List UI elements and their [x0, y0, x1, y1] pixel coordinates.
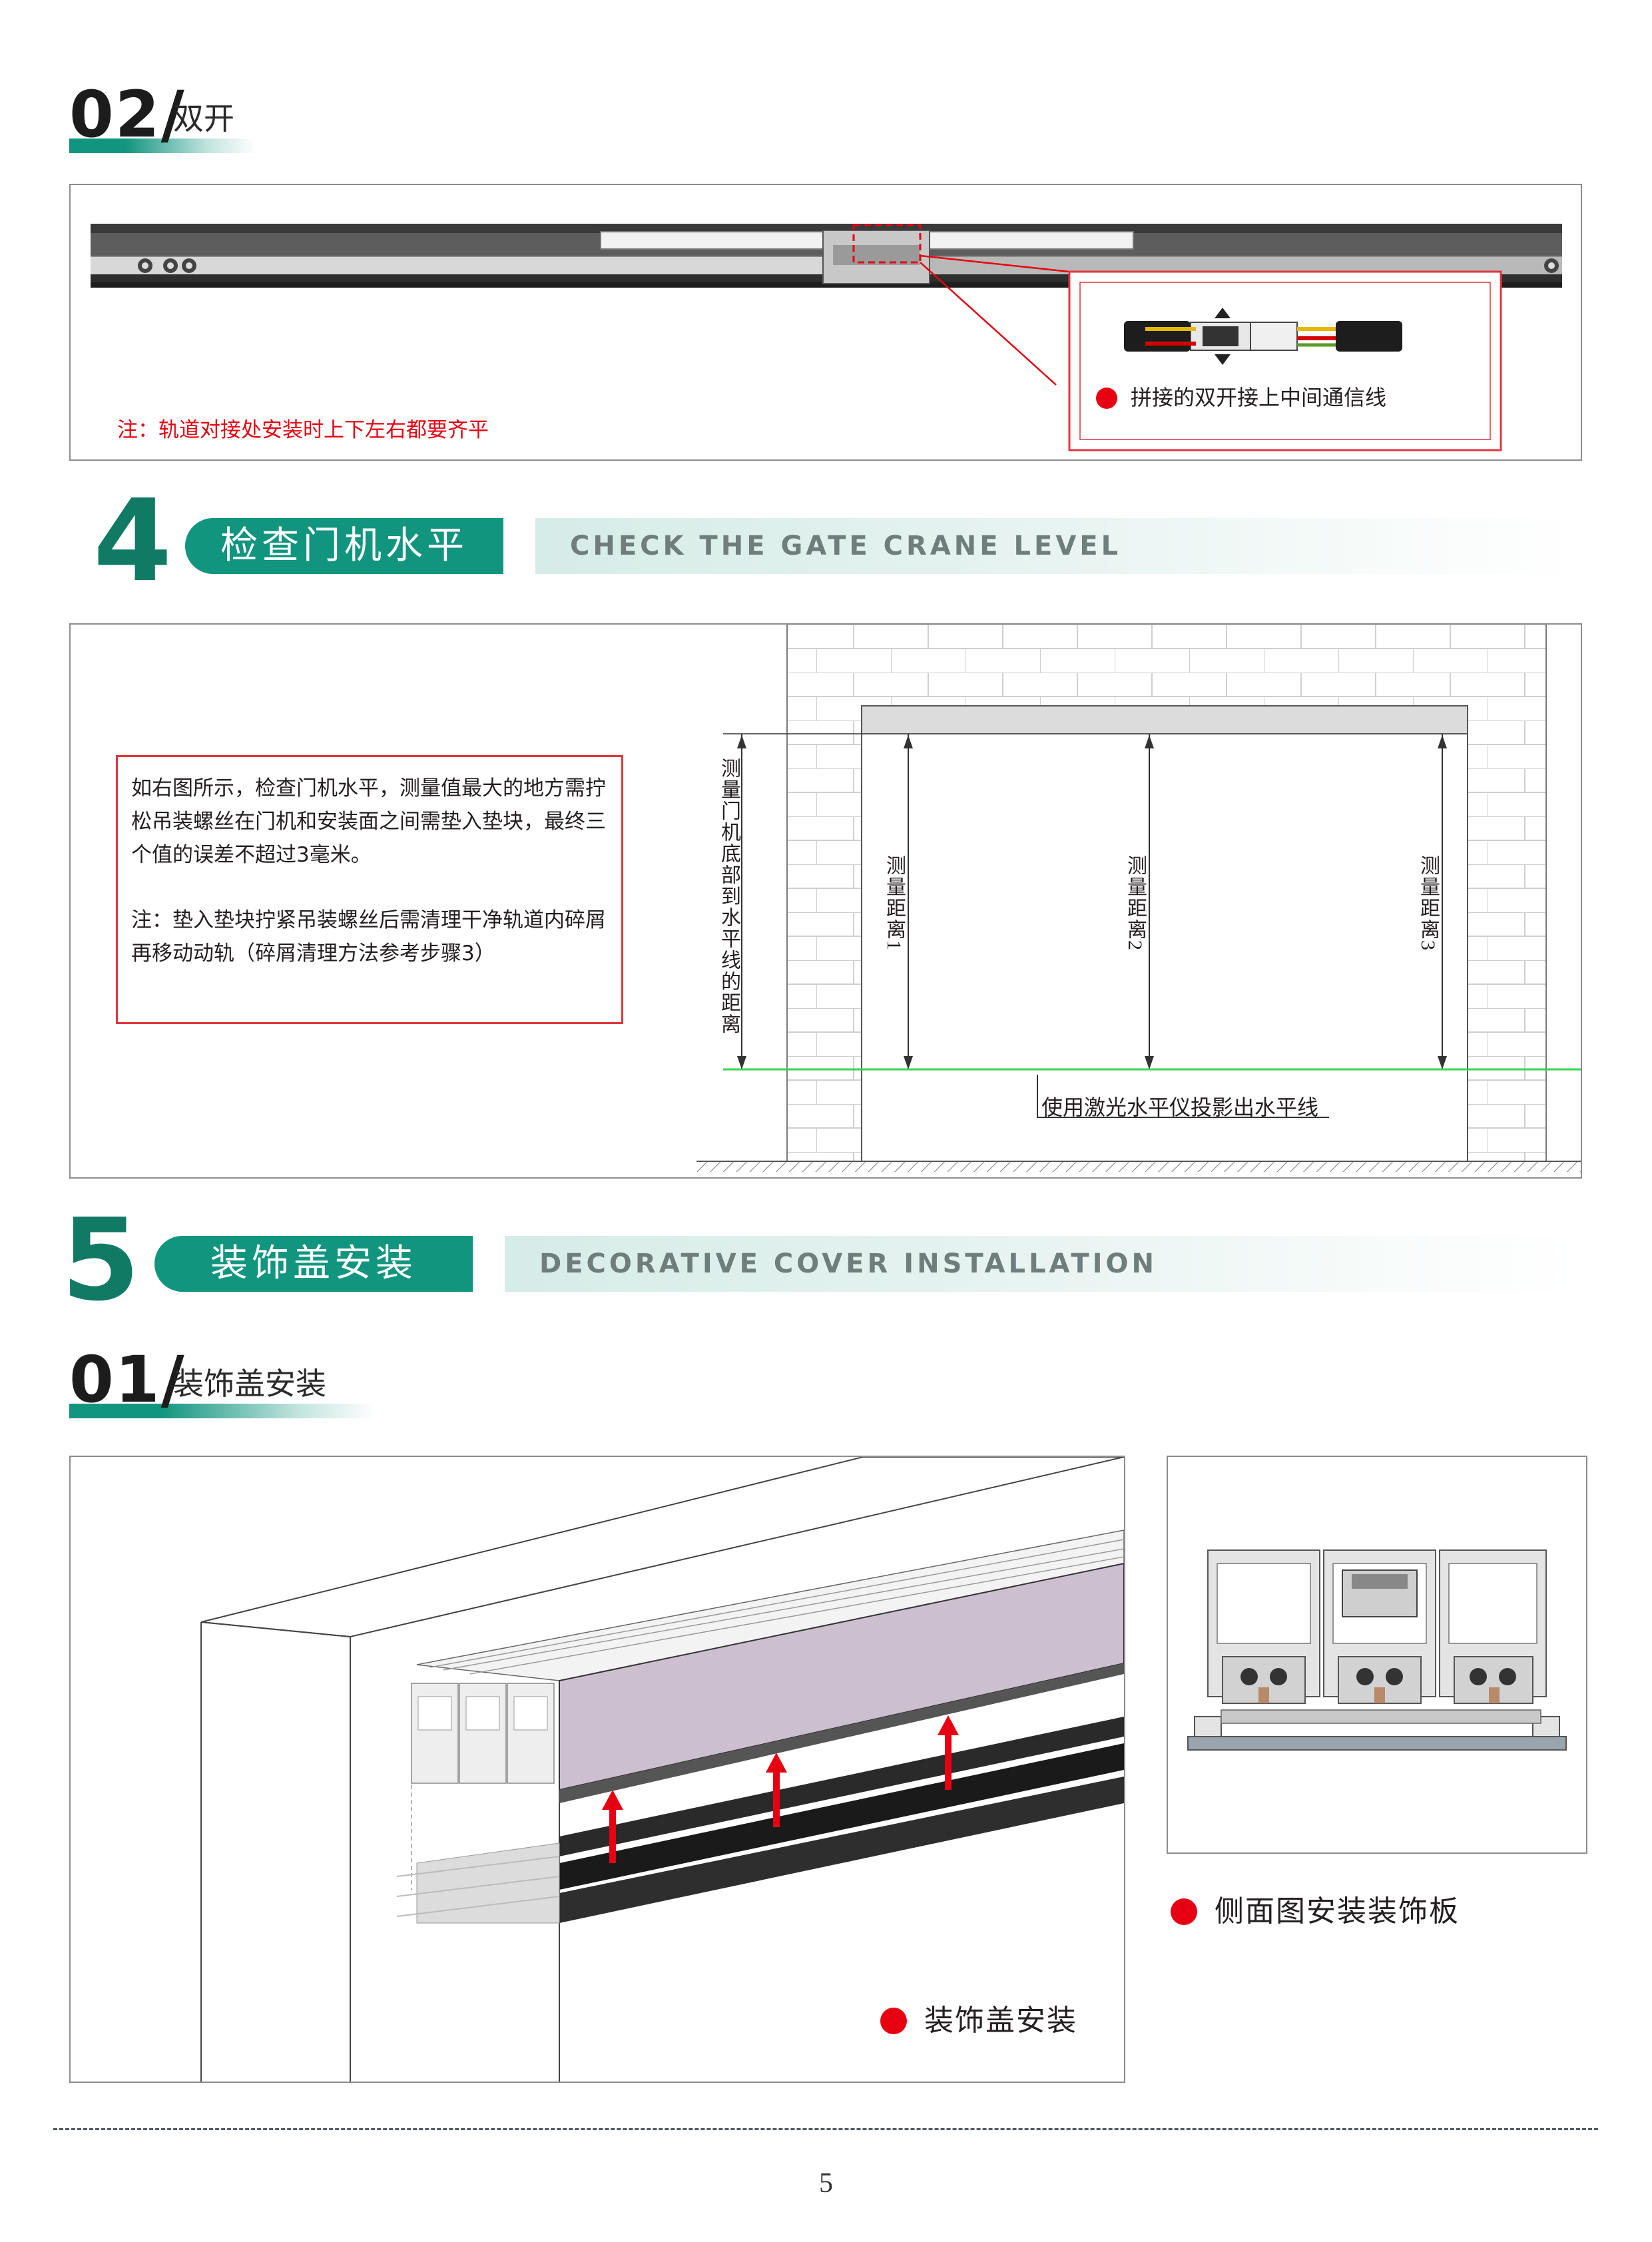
laser-level-label: 使用激光水平仪投影出水平线 [1041, 1095, 1319, 1119]
section-heading-01: 01/ 装饰盖安装 [69, 1345, 376, 1418]
measure-distance-1: 测量距离1 [883, 855, 905, 952]
red-bullet-icon [880, 2008, 907, 2034]
step5-title: 装饰盖安装 [154, 1236, 473, 1292]
caption-text: 侧面图安装装饰板 [1215, 1894, 1460, 1928]
measure-distance-3: 测量距离3 [1417, 855, 1439, 952]
heading-underline [69, 1404, 376, 1418]
instruction-note: 注：垫入垫块拧紧吊装螺丝后需清理干净轨道内碎屑再移动动轨（碎屑清理方法参考步骤3… [131, 908, 606, 966]
section-heading-02: 02/ 双开 [69, 80, 256, 153]
callout-text: 拼接的双开接上中间通信线 [1131, 385, 1387, 410]
red-bullet-icon [1171, 1898, 1197, 1925]
cover-install-panel: 装饰盖安装 [69, 1456, 1125, 2083]
distance-to-level-label: 测量门机底部到水平线的距离 [718, 758, 740, 1035]
page-number: 5 [819, 2168, 833, 2199]
red-bullet-icon [1096, 388, 1117, 409]
step4-title: 检查门机水平 [185, 518, 503, 574]
caption-text: 装饰盖安装 [924, 2004, 1077, 2038]
instruction-paragraph: 如右图所示，检查门机水平，测量值最大的地方需拧松吊装螺丝在门机和安装面之间需垫入… [131, 776, 606, 867]
side-view-drawing [1187, 1549, 1567, 1751]
step4-title-en: CHECK THE GATE CRANE LEVEL [535, 518, 1582, 574]
section-title: 装饰盖安装 [173, 1366, 326, 1402]
track-drawing [91, 224, 1562, 451]
step5-title-en: DECORATIVE COVER INSTALLATION [505, 1236, 1578, 1292]
step-number-4: 4 [93, 475, 172, 607]
step-number-5: 5 [61, 1195, 140, 1326]
track-joint-panel: 注：轨道对接处安装时上下左右都要齐平 拼接的双开接上中间通信线 [69, 184, 1582, 461]
level-instructions: 如右图所示，检查门机水平，测量值最大的地方需拧松吊装螺丝在门机和安装面之间需垫入… [116, 755, 623, 1024]
level-check-panel: 如右图所示，检查门机水平，测量值最大的地方需拧松吊装螺丝在门机和安装面之间需垫入… [69, 623, 1582, 1179]
track-alignment-note: 注：轨道对接处安装时上下左右都要齐平 [117, 418, 489, 442]
level-diagram [696, 625, 1581, 1172]
section-number: 02/ [69, 77, 186, 152]
measure-distance-2: 测量距离2 [1124, 855, 1146, 952]
heading-underline [69, 139, 256, 153]
section-title: 双开 [173, 101, 234, 137]
cover-install-caption: 装饰盖安装 [880, 1996, 1077, 2039]
cover-install-drawing [200, 1457, 1124, 2082]
section-number: 01/ [69, 1342, 186, 1417]
side-view-caption: 侧面图安装装饰板 [1171, 1887, 1460, 1930]
side-view-panel [1167, 1456, 1587, 1854]
footer-divider [53, 2128, 1598, 2130]
communication-cable-callout: 拼接的双开接上中间通信线 [1096, 381, 1386, 412]
